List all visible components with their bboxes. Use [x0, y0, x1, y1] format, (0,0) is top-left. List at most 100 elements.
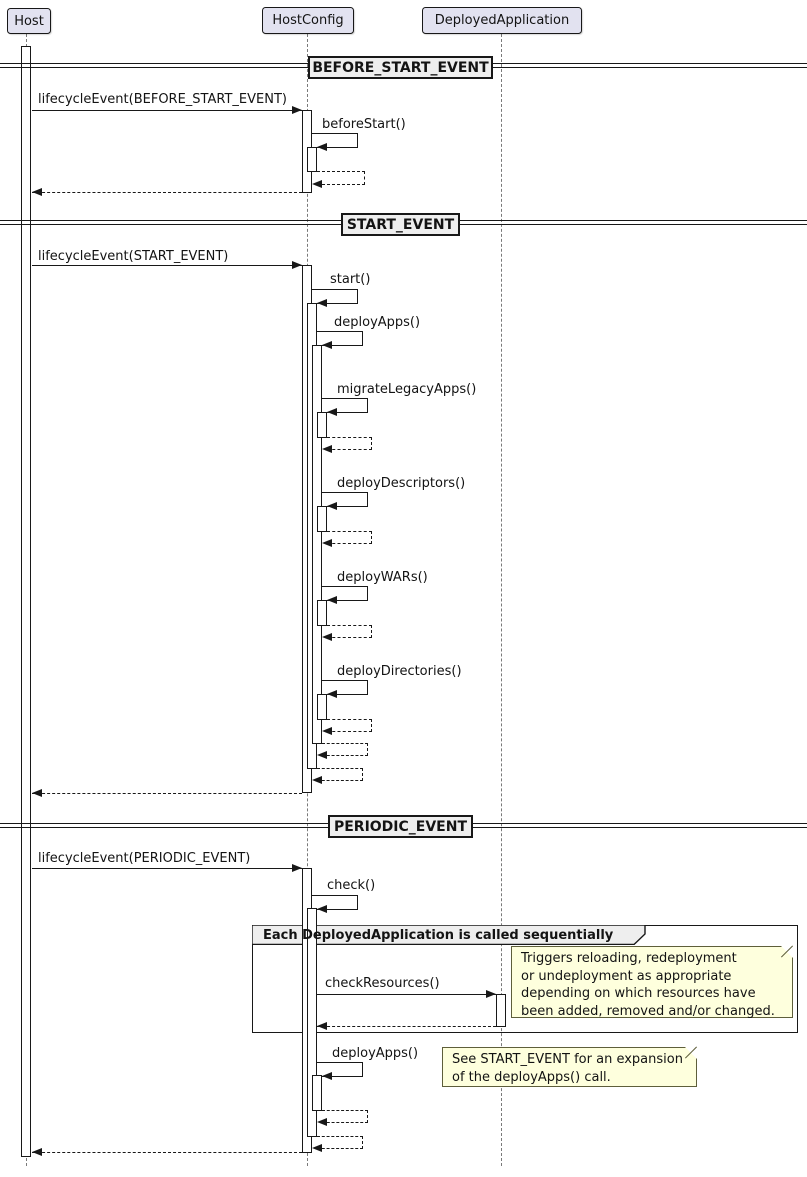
message-line: [317, 994, 496, 995]
lifeline-deployedapplication: [501, 34, 502, 1166]
divider-start-event-label: START_EVENT: [346, 216, 455, 233]
arrow-left-icon: [317, 143, 327, 151]
activation-bar-deployedapplication: [496, 994, 506, 1027]
arrow-left-icon: [312, 1144, 322, 1152]
activation-bar: [317, 694, 327, 720]
note-fold-icon: [781, 946, 793, 958]
note-line: depending on which resources have: [521, 986, 756, 1001]
return-line: [32, 1152, 302, 1153]
message-label-deploydescriptors: deployDescriptors(): [337, 476, 466, 491]
arrow-left-icon: [317, 905, 327, 913]
arrow-left-icon: [312, 180, 322, 188]
participant-host-label: Host: [14, 13, 44, 29]
self-return-bracket: [317, 171, 365, 185]
note-line: See START_EVENT for an expansion: [452, 1052, 683, 1067]
arrow-left-icon: [317, 299, 327, 307]
participant-deployedapplication-label: DeployedApplication: [434, 13, 570, 28]
message-label-deploywars: deployWARs(): [337, 570, 428, 585]
self-return-bracket: [327, 625, 372, 638]
arrow-left-icon: [32, 1148, 42, 1156]
note-line: been added, removed and/or changed.: [521, 1003, 775, 1019]
activation-bar-host: [21, 46, 31, 1157]
arrow-left-icon: [32, 789, 42, 797]
arrow-left-icon: [322, 539, 332, 547]
arrow-left-icon: [322, 341, 332, 349]
note-check-resources: Triggers reloading, redeployment or unde…: [511, 945, 794, 1019]
return-line: [32, 192, 302, 193]
message-label-migratelegacyapps: migrateLegacyApps(): [337, 382, 477, 397]
arrow-left-icon: [327, 596, 337, 604]
self-call-bracket: [312, 895, 358, 910]
activation-bar: [317, 506, 327, 532]
arrow-left-icon: [322, 633, 332, 641]
message-label-lifecycle-before: lifecycleEvent(BEFORE_START_EVENT): [38, 92, 287, 107]
participant-host: Host: [7, 8, 51, 34]
self-return-bracket: [322, 743, 368, 756]
message-label-check: check(): [327, 878, 376, 893]
arrow-left-icon: [327, 502, 337, 510]
arrow-right-icon: [292, 864, 302, 872]
divider-start-event: START_EVENT: [341, 213, 460, 236]
self-call-bracket: [322, 586, 368, 601]
message-label-lifecycle-periodic: lifecycleEvent(PERIODIC_EVENT): [38, 851, 251, 866]
arrow-left-icon: [317, 1118, 327, 1126]
arrow-left-icon: [317, 751, 327, 759]
arrow-right-icon: [292, 106, 302, 114]
self-call-bracket: [312, 289, 358, 304]
divider-periodic-event-label: PERIODIC_EVENT: [333, 818, 468, 835]
message-line: [32, 868, 302, 869]
arrow-left-icon: [322, 1072, 332, 1080]
self-call-bracket: [317, 1062, 363, 1077]
activation-bar: [317, 600, 327, 626]
self-call-bracket: [322, 492, 368, 507]
message-label-checkresources: checkResources(): [325, 976, 440, 991]
arrow-left-icon: [322, 445, 332, 453]
participant-hostconfig-label: HostConfig: [272, 13, 344, 28]
activation-bar: [312, 345, 322, 744]
message-label-lifecycle-start: lifecycleEvent(START_EVENT): [38, 249, 229, 264]
arrow-right-icon: [486, 990, 496, 998]
divider-before-start-event: BEFORE_START_EVENT: [308, 56, 493, 79]
note-deployapps: See START_EVENT for an expansion of the …: [442, 1046, 698, 1087]
group-frame-label-shape: [252, 925, 646, 945]
arrow-left-icon: [327, 690, 337, 698]
note-line: Triggers reloading, redeployment: [521, 951, 737, 966]
self-call-bracket: [317, 331, 363, 346]
divider-before-start-event-label: BEFORE_START_EVENT: [312, 59, 489, 76]
arrow-left-icon: [327, 408, 337, 416]
message-label-start: start(): [330, 272, 371, 287]
group-frame-label: Each DeployedApplication is called seque…: [263, 928, 614, 943]
self-return-bracket: [317, 768, 363, 781]
arrow-left-icon: [32, 188, 42, 196]
self-call-bracket: [322, 398, 368, 413]
message-label-deploydirectories: deployDirectories(): [337, 664, 462, 679]
note-line: or undeployment as appropriate: [521, 968, 732, 984]
activation-bar: [307, 147, 317, 172]
return-line: [317, 1026, 496, 1027]
message-label-deployapps-periodic: deployApps(): [332, 1046, 419, 1061]
activation-bar: [317, 412, 327, 438]
message-label-beforestart: beforeStart(): [322, 117, 406, 132]
arrow-left-icon: [322, 727, 332, 735]
participant-hostconfig: HostConfig: [262, 7, 354, 34]
message-line: [32, 110, 302, 111]
note-line: of the deployApps() call.: [452, 1069, 611, 1085]
message-line: [32, 265, 302, 266]
message-label-deployapps: deployApps(): [334, 315, 421, 330]
activation-bar: [307, 908, 317, 1137]
self-return-bracket: [327, 719, 372, 732]
activation-bar: [312, 1075, 322, 1111]
self-return-bracket: [327, 531, 372, 544]
arrow-left-icon: [317, 1022, 327, 1030]
self-return-bracket: [327, 437, 372, 450]
note-fold-icon: [685, 1047, 697, 1059]
arrow-right-icon: [292, 261, 302, 269]
participant-deployedapplication: DeployedApplication: [422, 7, 582, 34]
self-return-bracket: [322, 1110, 368, 1123]
arrow-left-icon: [312, 776, 322, 784]
self-call-bracket: [312, 133, 358, 148]
return-line: [32, 793, 302, 794]
divider-periodic-event: PERIODIC_EVENT: [328, 815, 473, 838]
self-call-bracket: [322, 680, 368, 695]
